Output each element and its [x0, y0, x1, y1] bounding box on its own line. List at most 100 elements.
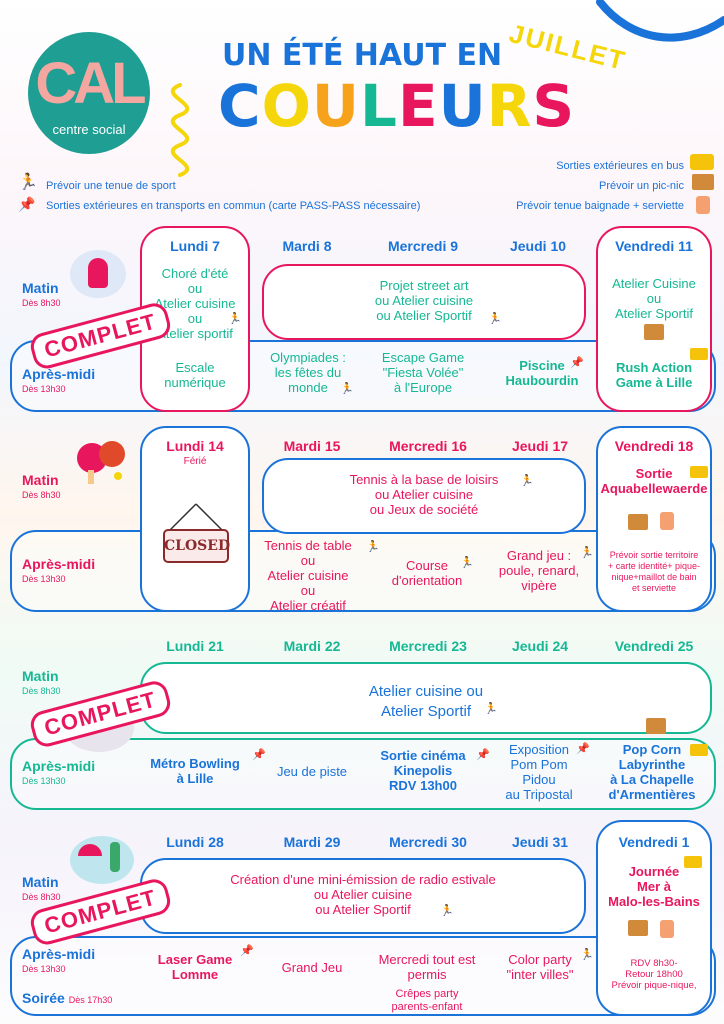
week2-day-4: Vendredi 18	[614, 438, 694, 454]
week2-am-mid-box	[262, 458, 586, 534]
week1-thu-pm: Piscine Haubourdin	[505, 358, 579, 388]
bus-icon	[690, 348, 708, 360]
week3-matin-label: Matin	[22, 668, 59, 684]
swimsuit-icon	[660, 512, 674, 530]
week2-day-3: Jeudi 17	[511, 438, 569, 454]
week1-friday-column	[596, 226, 712, 412]
week2-mid-am: Tennis à la base de loisirs ou Atelier c…	[349, 472, 499, 517]
bus-icon	[690, 466, 708, 478]
blue-swoosh	[590, 0, 724, 75]
week1-am-mid-box	[262, 264, 586, 340]
week1-day-1: Mardi 8	[282, 238, 332, 254]
beach-umbrella	[78, 844, 102, 856]
closed-sign: CLOSED	[160, 500, 232, 572]
week2-matin-time: Dès 8h30	[22, 490, 61, 500]
swimsuit-icon	[696, 196, 710, 214]
week3-matin-time: Dès 8h30	[22, 686, 61, 696]
girl-illustration	[70, 250, 126, 298]
week3-tue-pm: Jeu de piste	[276, 764, 348, 779]
week4-day-4: Vendredi 1	[618, 834, 690, 850]
week1-mon-pm: Escale numérique	[164, 360, 226, 390]
week4-mon-pm: Laser Game Lomme	[157, 952, 233, 982]
week4-day-1: Mardi 29	[283, 834, 341, 850]
week2-fri-pm: Prévoir sortie territoire + carte identi…	[607, 550, 701, 593]
week3-mon-pm: Métro Bowling à Lille	[150, 756, 240, 786]
pin-icon: 📌	[570, 357, 584, 369]
week3-fri-pm: Pop Corn Labyrinthe à La Chapelle d'Arme…	[608, 742, 696, 802]
week3-day-3: Jeudi 24	[511, 638, 569, 654]
week4-matin-time: Dès 8h30	[22, 892, 61, 902]
pin-icon: 📌	[252, 749, 266, 761]
title-letter: U	[438, 72, 487, 140]
bus-icon	[690, 744, 708, 756]
week4-day-2: Mercredi 30	[389, 834, 467, 850]
sport-runner-icon: 🏃	[580, 949, 594, 961]
sport-runner-icon: 🏃	[440, 905, 454, 917]
week2-aprem-time: Dès 13h30	[22, 574, 66, 584]
week4-thu-pm: Color party "inter villes"	[506, 952, 574, 982]
bus-icon	[684, 856, 702, 868]
week4-soiree-label: Soirée Dès 17h30	[22, 990, 112, 1006]
week1-matin-label: Matin	[22, 280, 59, 296]
pin-icon: 📌	[18, 196, 36, 212]
week4-friday-column	[596, 820, 712, 1016]
title-line2: COULEURS	[218, 72, 575, 140]
week2-matin-label: Matin	[22, 472, 59, 488]
sport-runner-icon: 🏃	[488, 313, 502, 325]
picnic-basket-icon	[644, 324, 664, 340]
week2-monday-column	[140, 426, 250, 612]
sport-runner-icon: 🏃	[580, 547, 594, 559]
week4-soiree-time: Dès 17h30	[68, 995, 113, 1005]
week2-day-2: Mercredi 16	[389, 438, 467, 454]
week2-fri-am: Sortie Aquabellewaerde	[600, 466, 708, 496]
week4-wed-eve: Crêpes party parents-enfant	[391, 988, 463, 1013]
swimsuit-icon	[660, 920, 674, 938]
week2-day-1: Mardi 15	[283, 438, 341, 454]
week2-thu-pm: Grand jeu : poule, renard, vipère	[498, 548, 580, 593]
week3-day-0: Lundi 21	[166, 638, 224, 654]
sport-runner-icon: 🏃	[340, 383, 354, 395]
week4-am: Création d'une mini-émission de radio es…	[230, 872, 496, 917]
week3-wed-pm: Sortie cinéma Kinepolis RDV 13h00	[380, 748, 466, 793]
week3-am: Atelier cuisine ou Atelier Sportif	[368, 683, 484, 720]
week1-fri-am: Atelier Cuisine ou Atelier Sportif	[612, 276, 696, 321]
week2-day-0: Lundi 14	[166, 438, 224, 454]
title-letter: C	[218, 72, 262, 140]
week4-aprem-label: Après-midi	[22, 946, 96, 962]
week4-matin-label: Matin	[22, 874, 59, 890]
week4-aprem-time: Dès 13h30	[22, 964, 66, 974]
week4-soiree: Soirée	[22, 990, 65, 1006]
pin-icon: 📌	[576, 743, 590, 755]
week3-am-box	[140, 662, 712, 734]
week1-aprem-time: Dès 13h30	[22, 384, 66, 394]
week3-aprem-time: Dès 13h30	[22, 776, 66, 786]
week4-day-0: Lundi 28	[166, 834, 224, 850]
week3-aprem-label: Après-midi	[22, 758, 96, 774]
sport-runner-icon: 🏃	[18, 174, 38, 191]
sport-runner-icon: 🏃	[228, 313, 242, 325]
ping-pong-illustration	[70, 428, 130, 488]
sport-runner-icon: 🏃	[520, 475, 534, 487]
legend-swim: Prévoir tenue baignade + serviette	[516, 200, 684, 212]
week1-day-4: Vendredi 11	[615, 238, 693, 254]
week3-day-1: Mardi 22	[283, 638, 341, 654]
week3-day-2: Mercredi 23	[389, 638, 467, 654]
week1-wed-pm: Escape Game "Fiesta Volée" à l'Europe	[381, 350, 465, 395]
week4-wed-pm: Mercredi tout est permis	[378, 952, 476, 982]
sport-runner-icon: 🏃	[460, 557, 474, 569]
week1-aprem-label: Après-midi	[22, 366, 96, 382]
yellow-squiggle	[150, 80, 210, 195]
week2-aprem-label: Après-midi	[22, 556, 96, 572]
week1-mid-am: Projet street art ou Atelier cuisine ou …	[374, 278, 474, 323]
beach-illustration	[70, 836, 134, 884]
week1-day-3: Jeudi 10	[509, 238, 567, 254]
week2-wed-pm: Course d'orientation	[391, 558, 463, 588]
bus-icon	[690, 154, 714, 170]
picnic-basket-icon	[628, 920, 648, 936]
title-letter: E	[397, 72, 439, 140]
logo: CAL centre social	[28, 32, 150, 154]
week2-ferie: Férié	[183, 456, 207, 467]
logo-letters: CAL	[35, 51, 146, 116]
week1-day-0: Lundi 7	[170, 238, 220, 254]
week3-day-4: Vendredi 25	[614, 638, 694, 654]
